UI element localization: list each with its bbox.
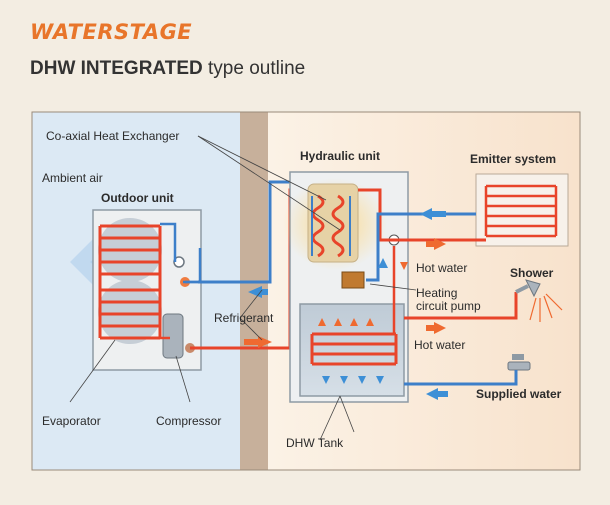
compressor-body bbox=[162, 313, 184, 359]
return-arrow bbox=[420, 208, 432, 220]
leader-lines bbox=[69, 135, 417, 441]
waterstage-logo: WATERSTAGE bbox=[30, 20, 193, 44]
hot-water-arrow-1 bbox=[434, 238, 446, 250]
coaxial-heat-exchanger bbox=[307, 183, 359, 263]
label-hot-water-1: Hot water bbox=[416, 261, 467, 275]
pump-arrow-up bbox=[378, 258, 388, 268]
label-shower: Shower bbox=[510, 266, 554, 280]
hot-water-arrow-2 bbox=[434, 322, 446, 334]
page-title: DHW INTEGRATED type outline bbox=[30, 58, 305, 80]
shower-head-icon bbox=[515, 279, 563, 322]
label-ambient-air: Ambient air bbox=[42, 171, 103, 185]
hot-water-line-shower bbox=[404, 292, 518, 320]
label-refrigerant: Refrigerant bbox=[214, 311, 274, 325]
supplied-water-arrow bbox=[426, 388, 438, 400]
label-supplied-water: Supplied water bbox=[476, 387, 562, 401]
tank-heat-arrows bbox=[318, 318, 374, 326]
title-regular: type outline bbox=[202, 58, 306, 79]
tank-cold-arrows bbox=[322, 376, 384, 384]
label-hot-water-2: Hot water bbox=[414, 338, 465, 352]
label-heating-pump-2: circuit pump bbox=[416, 299, 481, 313]
label-emitter-system: Emitter system bbox=[470, 152, 556, 166]
label-outdoor-unit: Outdoor unit bbox=[101, 191, 174, 205]
heating-circuit-pump bbox=[341, 271, 365, 289]
label-dhw-tank: DHW Tank bbox=[286, 436, 344, 450]
label-evaporator: Evaporator bbox=[42, 414, 101, 428]
outdoor-unit bbox=[92, 209, 202, 371]
dhw-tank bbox=[299, 303, 405, 397]
label-compressor: Compressor bbox=[156, 414, 221, 428]
label-heating-pump-1: Heating bbox=[416, 286, 457, 300]
label-hydraulic-unit: Hydraulic unit bbox=[300, 149, 380, 163]
emitter-system bbox=[475, 173, 569, 247]
label-coaxial-heat-exchanger: Co-axial Heat Exchanger bbox=[46, 129, 179, 143]
faucet-icon bbox=[507, 354, 531, 380]
evaporator-coil bbox=[100, 224, 160, 340]
title-bold: DHW INTEGRATED bbox=[30, 58, 203, 79]
valve-arrow-down bbox=[400, 262, 408, 270]
